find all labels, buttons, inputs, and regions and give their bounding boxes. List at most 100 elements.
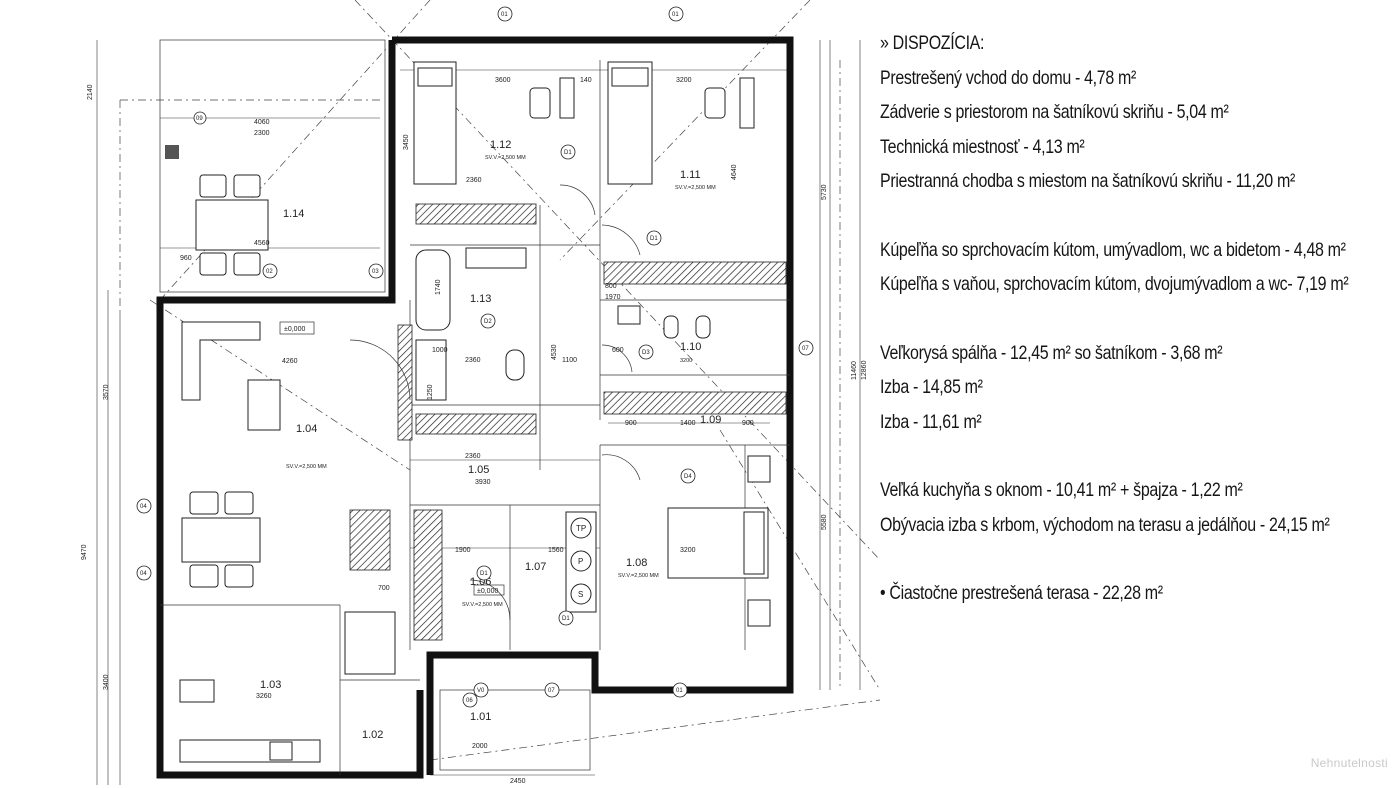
svg-text:07: 07 (802, 346, 809, 352)
room-1-06: ±0,000 1.06 SV.V.=2,500 MM (462, 576, 505, 608)
svg-text:03: 03 (372, 269, 379, 275)
svg-text:2360: 2360 (465, 453, 481, 460)
legend-terrace: • Čiastočne prestrešená terasa - 22,28 m… (880, 582, 1163, 604)
marker-D4: D4 (680, 468, 696, 484)
room-1-04: ±0,000 1.04 SV.V.=2,500 MM (181, 321, 327, 588)
marker-D1-c: D1 (476, 565, 492, 581)
dimension-texts: 3600 140 3200 4060 2300 2360 4560 960 42… (81, 77, 868, 785)
svg-text:700: 700 (378, 585, 390, 592)
svg-text:900: 900 (625, 420, 637, 427)
room-label-1-13: 1.13 (470, 293, 491, 305)
legend-shower-bathroom: Kúpeľňa so sprchovacím kútom, umývadlom,… (880, 238, 1346, 261)
svg-text:D1: D1 (564, 150, 572, 156)
marker-D1-a: D1 (560, 144, 576, 160)
outer-walls (156, 36, 794, 779)
svg-text:D1: D1 (562, 616, 570, 622)
svg-text:3450: 3450 (403, 134, 410, 150)
svg-text:01: 01 (676, 688, 683, 694)
svg-text:02: 02 (266, 269, 273, 275)
legend-entrance: Prestrešený vchod do domu - 4,78 m² (880, 66, 1137, 89)
room-1-12: 1.12 SV.V.=2,500 MM (413, 61, 575, 185)
marker-D2: D2 (480, 313, 496, 329)
svg-text:4640: 4640 (731, 164, 738, 180)
svg-text:V0: V0 (477, 688, 485, 694)
window-door-markers: 01 01 01 02 03 04 04 06 07 07 09 D1 D1 D… (136, 6, 814, 708)
svg-text:4060: 4060 (254, 119, 270, 126)
marker-D1-d: D1 (558, 610, 574, 626)
room-1-13: 1.13 (415, 247, 527, 401)
svg-text:3930: 3930 (475, 479, 491, 486)
room-1-02: 1.02 (362, 729, 383, 741)
svg-text:±0,000: ±0,000 (284, 326, 305, 333)
svg-text:01: 01 (672, 12, 679, 18)
svg-text:2140: 2140 (87, 84, 94, 100)
room-1-09: 1.09 (700, 414, 721, 426)
svg-text:D1: D1 (650, 236, 658, 242)
svg-text:01: 01 (501, 12, 508, 18)
svg-text:5580: 5580 (821, 514, 828, 530)
svg-text:D3: D3 (642, 350, 650, 356)
legend-kitchen: Veľká kuchyňa s oknom - 10,41 m² + špajz… (880, 479, 1243, 501)
door-swings (349, 184, 641, 621)
svg-text:D2: D2 (484, 319, 492, 325)
svg-text:1740: 1740 (435, 279, 442, 295)
svg-text:SV.V.=2,500 MM: SV.V.=2,500 MM (485, 155, 526, 161)
svg-text:9470: 9470 (81, 544, 88, 560)
svg-text:09: 09 (196, 116, 203, 122)
marker-02: 02 (262, 263, 278, 279)
svg-text:1100: 1100 (562, 357, 577, 364)
svg-text:P: P (578, 557, 583, 566)
svg-text:S: S (578, 590, 583, 599)
marker-V0: V0 (473, 682, 489, 698)
legend-living-room: Obývacia izba s krbom, východom na teras… (880, 513, 1330, 536)
svg-text:SV.V.=2,500 MM: SV.V.=2,500 MM (286, 464, 327, 470)
svg-text:2000: 2000 (472, 743, 488, 750)
room-label-1-04: 1.04 (296, 423, 317, 435)
dimension-lines (96, 40, 861, 785)
room-1-10: 1.10 3200 (617, 305, 711, 364)
stove-icon: TP P S (570, 517, 592, 605)
svg-text:04: 04 (140, 571, 147, 577)
room-label-1-12: 1.12 (490, 139, 511, 151)
svg-text:600: 600 (612, 347, 624, 354)
legend-master-bedroom: Veľkorysá spálňa - 12,45 m² so šatníkom … (880, 341, 1223, 364)
svg-text:04: 04 (140, 504, 147, 510)
svg-text:140: 140 (580, 77, 592, 84)
svg-text:06: 06 (466, 698, 473, 704)
svg-text:2300: 2300 (254, 130, 270, 137)
marker-06: 06 (462, 692, 478, 708)
svg-text:4260: 4260 (282, 358, 298, 365)
svg-text:1900: 1900 (455, 547, 471, 554)
svg-text:3200: 3200 (676, 77, 692, 84)
legend-hallway: Priestranná chodba s miestom na šatníkov… (880, 170, 1295, 192)
svg-text:2360: 2360 (465, 357, 481, 364)
svg-text:±0,000: ±0,000 (477, 588, 498, 595)
room-1-08: 1.08 SV.V.=2,500 MM (618, 455, 771, 627)
marker-D1-b: D1 (646, 230, 662, 246)
svg-text:1560: 1560 (548, 547, 564, 554)
svg-text:1250: 1250 (427, 384, 434, 400)
svg-text:11460: 11460 (851, 361, 858, 380)
wardrobes (349, 203, 787, 641)
watermark: Nehnutelnosti (1310, 756, 1388, 770)
room-1-07: TP P S 1.07 (525, 511, 597, 613)
svg-text:4560: 4560 (254, 240, 270, 247)
svg-text:3200: 3200 (680, 358, 692, 364)
axis-lines (119, 0, 880, 761)
room-label-1-02: 1.02 (362, 729, 383, 741)
svg-text:3600: 3600 (495, 77, 511, 84)
room-label-1-10: 1.10 (680, 341, 701, 353)
legend-bath-bathroom: Kúpeľňa s vaňou, sprchovacím kútom, dvoj… (880, 273, 1349, 295)
svg-text:3400: 3400 (103, 674, 110, 690)
svg-text:3200: 3200 (680, 547, 696, 554)
layout-description: » DISPOZÍCIA: Prestrešený vchod do domu … (880, 26, 1385, 611)
svg-text:800: 800 (605, 283, 617, 290)
svg-text:SV.V.=2,500 MM: SV.V.=2,500 MM (462, 602, 503, 608)
svg-text:2450: 2450 (510, 778, 526, 785)
floor-plan: 1.14 1.12 SV (81, 0, 880, 785)
room-1-11: 1.11 SV.V.=2,500 MM (607, 61, 755, 191)
room-label-1-09: 1.09 (700, 414, 721, 426)
room-label-1-03: 1.03 (260, 679, 281, 691)
svg-text:12860: 12860 (861, 360, 868, 380)
svg-text:4530: 4530 (551, 344, 558, 360)
